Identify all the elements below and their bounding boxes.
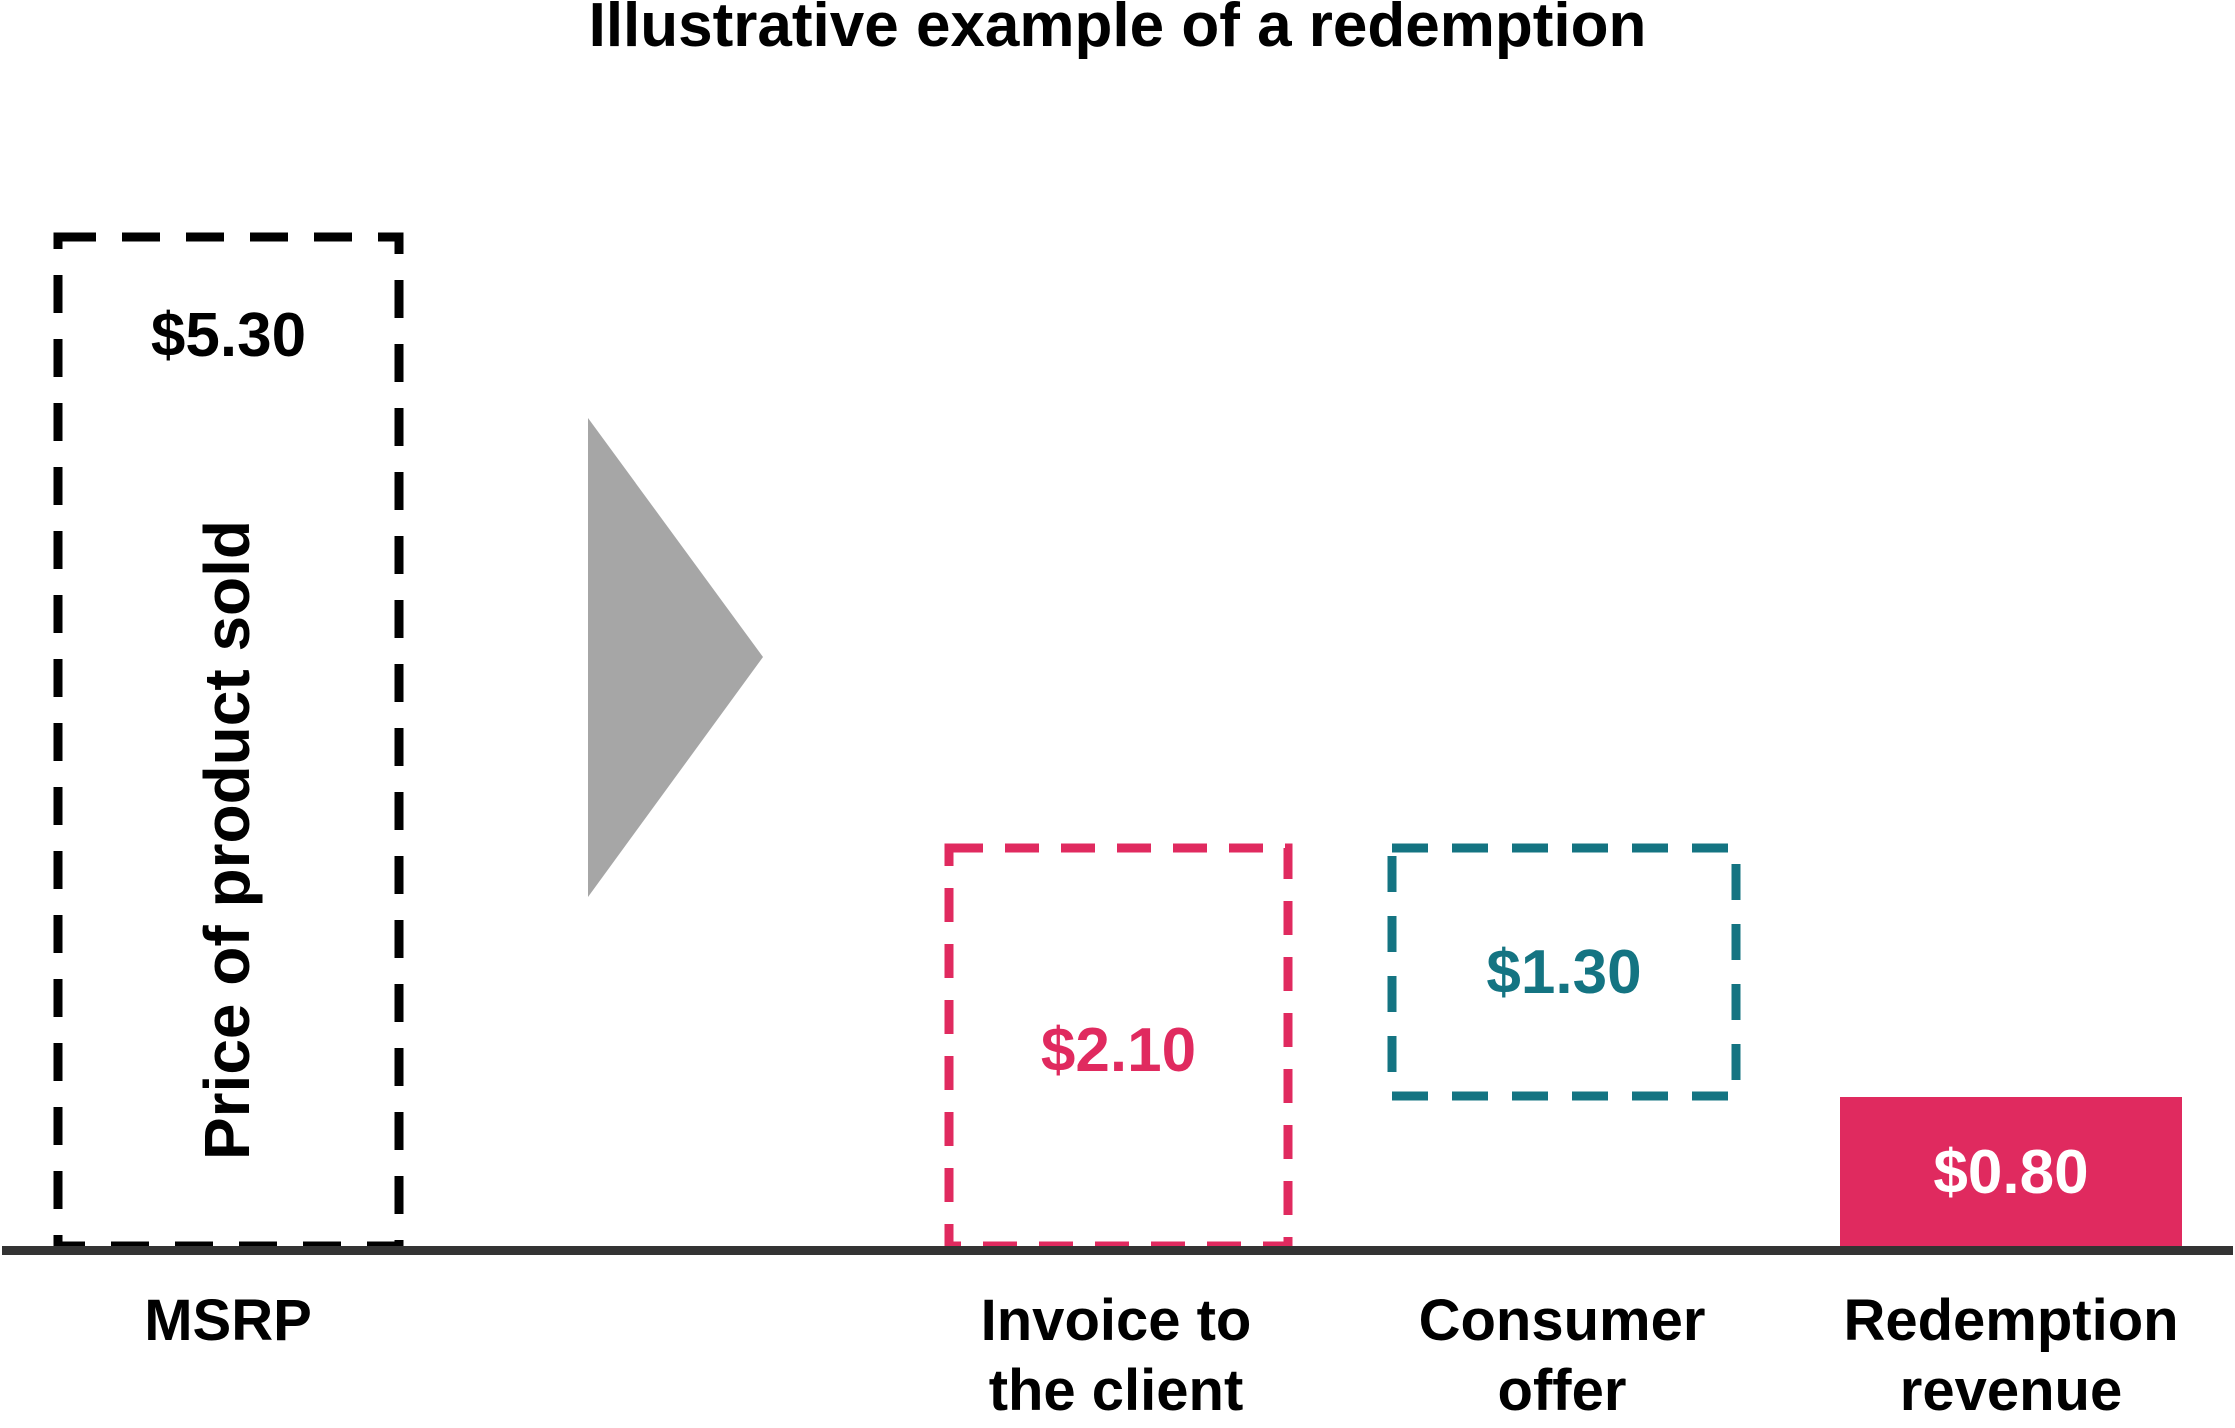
right-triangle-arrow-icon bbox=[588, 418, 763, 897]
category-label-redemption-revenue: Redemption revenue bbox=[1761, 1286, 2235, 1426]
category-label-consumer-offer: Consumer offer bbox=[1312, 1286, 1812, 1426]
msrp-annotation: Price of product sold bbox=[191, 519, 263, 1161]
category-label-line: Redemption bbox=[1843, 1288, 2179, 1353]
msrp-bar-outline bbox=[53, 232, 404, 1251]
category-label-line: Invoice to bbox=[980, 1288, 1252, 1353]
category-label-line: Consumer bbox=[1418, 1288, 1706, 1353]
category-label-invoice: Invoice to the client bbox=[866, 1286, 1366, 1426]
invoice-value-label: $2.10 bbox=[1040, 1016, 1197, 1085]
redemption-revenue-value-label: $0.80 bbox=[1933, 1138, 2089, 1207]
x-axis-line bbox=[2, 1246, 2233, 1255]
redemption-revenue-bar bbox=[1840, 1097, 2182, 1246]
category-label-line: MSRP bbox=[144, 1288, 312, 1353]
chart-title: Illustrative example of a redemption bbox=[588, 0, 1647, 60]
category-label-line: revenue bbox=[1899, 1358, 2123, 1423]
consumer-offer-value-label: $1.30 bbox=[1486, 938, 1642, 1007]
msrp-value-label: $5.30 bbox=[150, 301, 307, 370]
category-label-line: offer bbox=[1497, 1358, 1627, 1423]
category-label-line: the client bbox=[988, 1358, 1244, 1423]
category-label-msrp: MSRP bbox=[0, 1286, 478, 1356]
